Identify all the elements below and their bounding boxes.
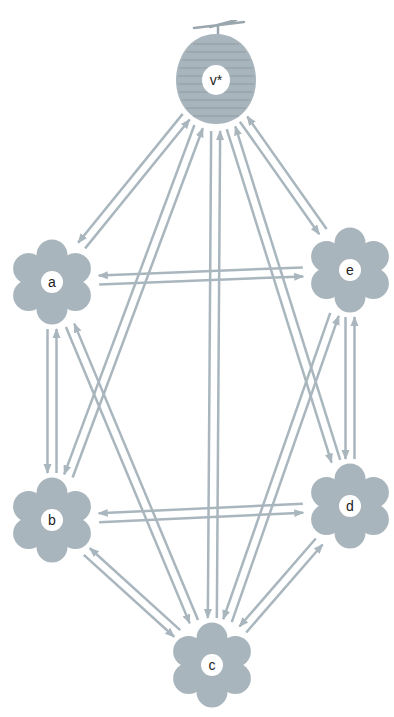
hive-stripe: [186, 52, 245, 53]
arrow-connector: [99, 267, 303, 275]
hive-body: [176, 34, 256, 124]
arrow-connector: [247, 116, 326, 229]
arrow-connector: [46, 329, 49, 473]
arrow-connector: [85, 120, 190, 249]
arrow-connector: [99, 276, 303, 284]
flower-center: [322, 478, 378, 534]
arrow-connector: [239, 539, 315, 627]
flower-node: d: [306, 462, 394, 550]
arrow-connector: [99, 504, 303, 514]
flower-center: [322, 242, 378, 298]
hive-stripe: [182, 100, 250, 101]
arrow-connector: [90, 548, 180, 630]
arrow-connector: [223, 313, 330, 619]
arrow-connector: [246, 544, 322, 632]
flower-center: [184, 637, 240, 693]
flower-node: c: [168, 621, 256, 709]
branch: [194, 20, 244, 36]
arrow-connector: [99, 513, 303, 523]
node-label: c: [201, 654, 223, 676]
node-label: v*: [202, 65, 230, 95]
hive-stripe: [182, 60, 250, 61]
flower-node: a: [8, 238, 96, 326]
arrow-connector: [232, 316, 339, 622]
node-label: a: [41, 271, 63, 293]
arrow-connector: [66, 327, 190, 623]
hive-stripe: [193, 116, 239, 117]
arrow-connector: [84, 555, 174, 637]
arrow-connector: [73, 128, 203, 477]
flower-node: e: [306, 226, 394, 314]
hive-stripe: [186, 108, 245, 109]
node-label: e: [339, 259, 361, 281]
arrow-connector: [217, 131, 220, 618]
arrow-connector: [208, 131, 211, 618]
node-label: d: [339, 495, 361, 517]
flower-center: [24, 492, 80, 548]
arrow-connector: [74, 324, 198, 620]
hive-stripe: [193, 44, 239, 45]
flower-node: b: [8, 476, 96, 564]
arrow-connector: [227, 129, 332, 462]
arrow-connector: [353, 317, 356, 459]
flower-center: [24, 254, 80, 310]
arrow-connector: [344, 317, 347, 459]
beehive-node: v*: [174, 20, 258, 126]
node-label: b: [41, 509, 63, 531]
arrow-connector: [55, 329, 58, 473]
